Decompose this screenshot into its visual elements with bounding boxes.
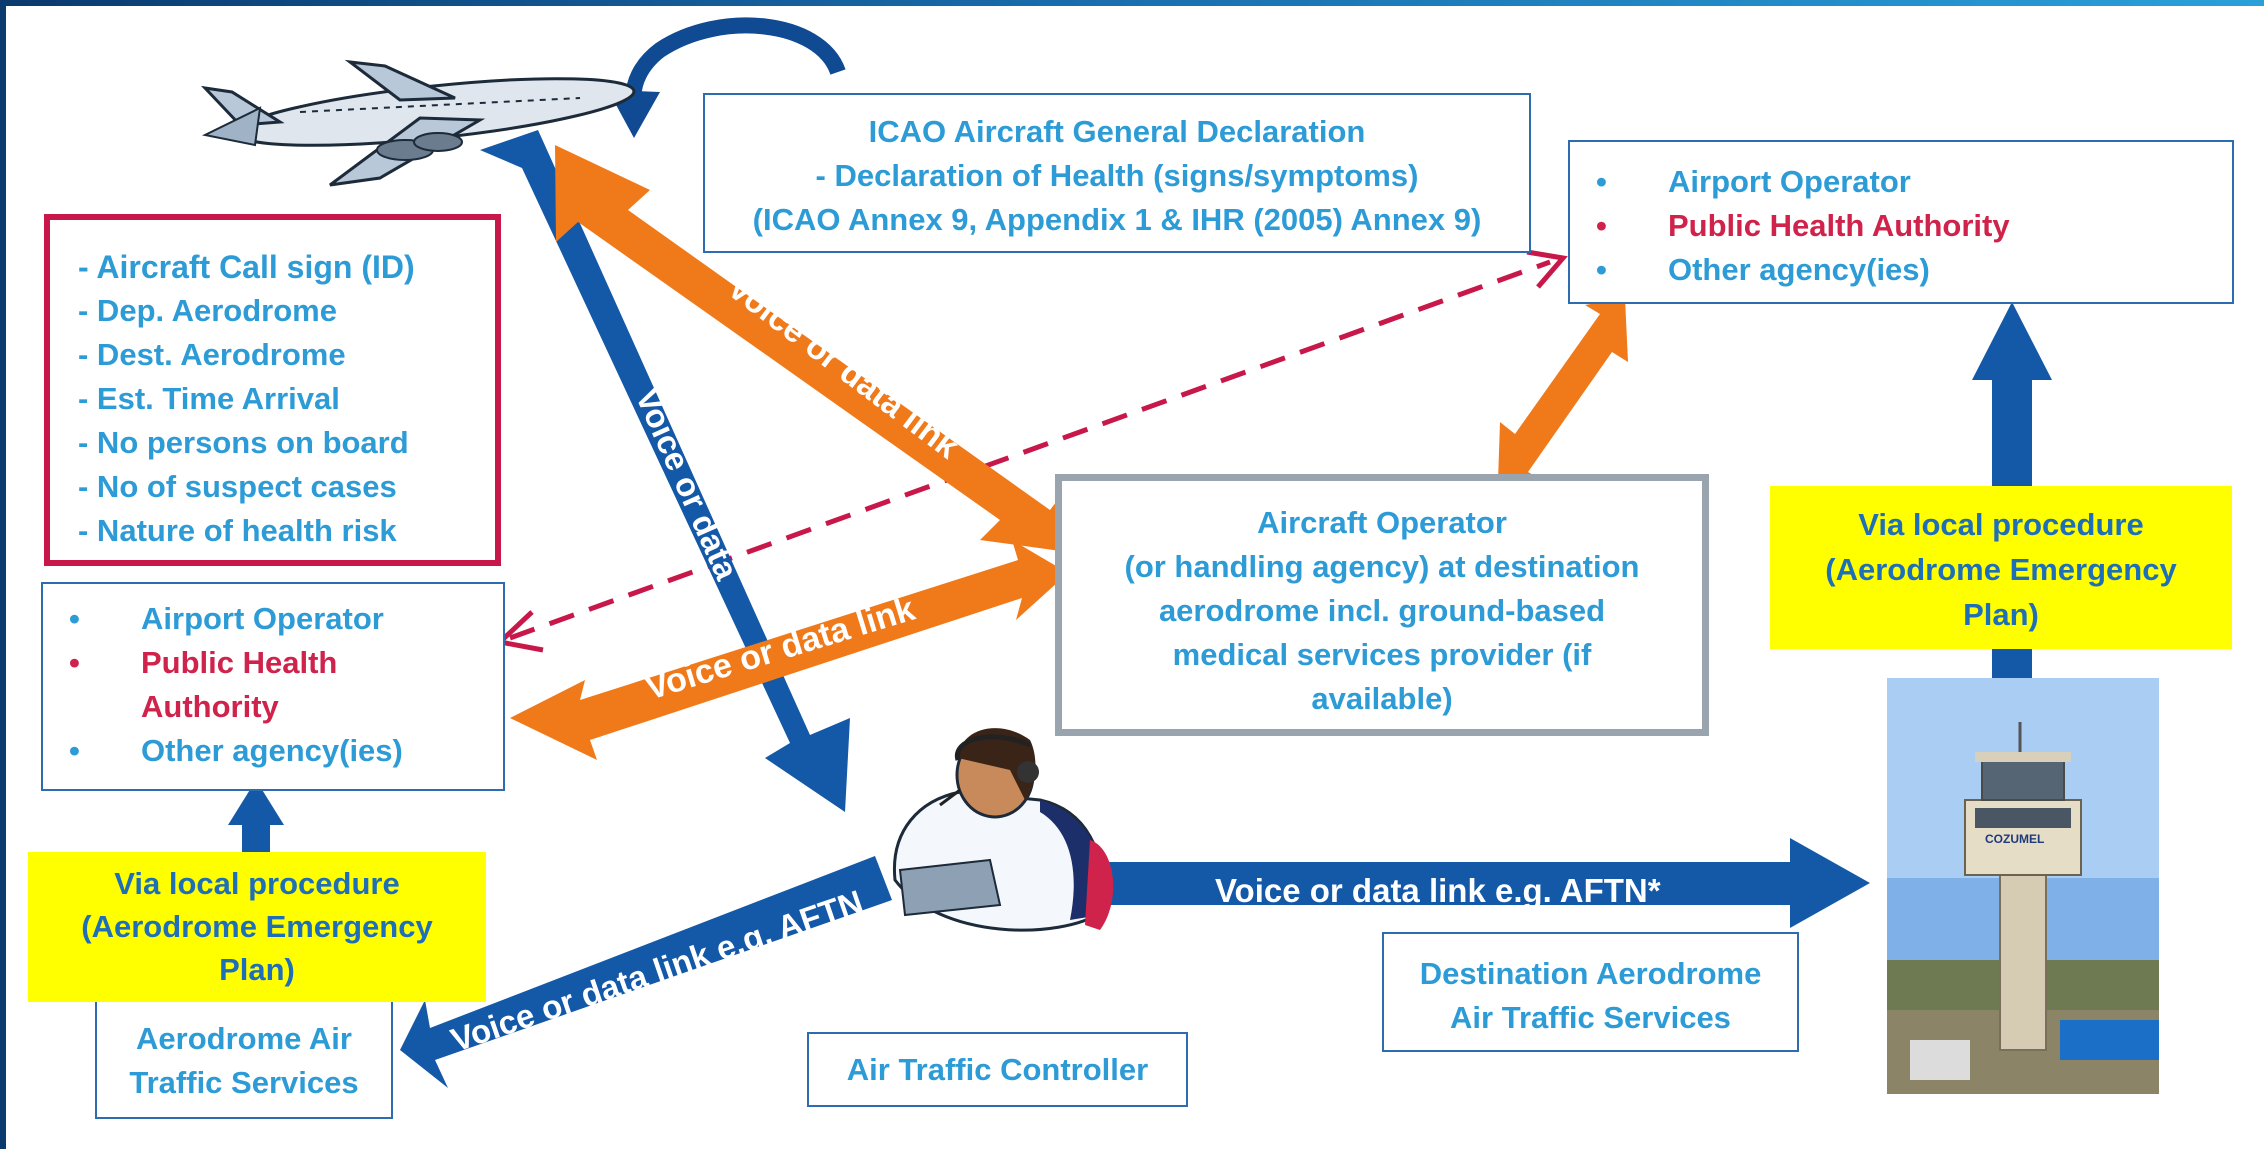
aftn-left-arrow-label: Voice or data link e.g. AFTN — [446, 883, 867, 1059]
atc-label-box: Air Traffic Controller — [807, 1032, 1188, 1107]
procedure-line-3: Plan) — [219, 952, 295, 987]
operator-line-2: (or handling agency) at destination — [1124, 549, 1640, 584]
destination-ats-line-2: Air Traffic Services — [1450, 1000, 1731, 1035]
flight-info-box: - Aircraft Call sign (ID) - Dep. Aerodro… — [44, 214, 501, 566]
departure-ats-line-2: Traffic Services — [129, 1065, 359, 1100]
procedure-line-1: Via local procedure — [1858, 507, 2144, 542]
list-item: •Other agency(ies) — [1596, 252, 1930, 287]
list-item: •Public Health Authority — [1596, 208, 2010, 243]
flight-info-item: - Dep. Aerodrome — [78, 293, 337, 328]
destination-procedure-note: Via local procedure (Aerodrome Emergency… — [1770, 486, 2232, 649]
icao-line-2: - Declaration of Health (signs/symptoms) — [815, 158, 1419, 193]
destination-agencies-box: •Airport Operator •Public Health Authori… — [1568, 140, 2234, 304]
top-frame-bar — [0, 0, 2264, 6]
left-frame-bar — [0, 0, 6, 1149]
aircraft-operator-box: Aircraft Operator (or handling agency) a… — [1055, 474, 1709, 736]
procedure-line-2: (Aerodrome Emergency — [1825, 552, 2177, 587]
list-item: •Airport Operator — [69, 601, 384, 636]
flight-info-item: - Nature of health risk — [78, 513, 397, 548]
flight-info-item: - Dest. Aerodrome — [78, 337, 346, 372]
atc-label: Air Traffic Controller — [846, 1052, 1149, 1087]
destination-ats-box: Destination Aerodrome Air Traffic Servic… — [1382, 932, 1799, 1052]
airplane-icon — [200, 59, 636, 187]
operator-line-4: medical services provider (if — [1172, 637, 1592, 672]
list-item: •Other agency(ies) — [69, 733, 403, 768]
departure-ats-line-1: Aerodrome Air — [136, 1021, 352, 1056]
flight-info-item: - Aircraft Call sign (ID) — [78, 249, 415, 285]
tower-sign-text: COZUMEL — [1985, 832, 2044, 846]
icao-line-3: (ICAO Annex 9, Appendix 1 & IHR (2005) A… — [752, 202, 1482, 237]
control-tower-photo: COZUMEL — [1887, 678, 2159, 1094]
icao-declaration-box: ICAO Aircraft General Declaration - Decl… — [703, 93, 1531, 253]
operator-line-5: available) — [1311, 681, 1453, 716]
operator-right-orange-arrow — [1498, 298, 1628, 482]
departure-ats-box: Aerodrome Air Traffic Services — [95, 985, 393, 1119]
destination-ats-line-1: Destination Aerodrome — [1419, 956, 1762, 991]
flight-info-item: - No persons on board — [78, 425, 409, 460]
flight-info-item: - No of suspect cases — [78, 469, 397, 504]
aftn-right-arrow-label: Voice or data link e.g. AFTN* — [1215, 872, 1661, 909]
diagonal-arrow-label: Voice or data link — [720, 268, 966, 466]
departure-procedure-note: Via local procedure (Aerodrome Emergency… — [28, 852, 486, 1002]
list-item: •Airport Operator — [1596, 164, 1911, 199]
icao-line-1: ICAO Aircraft General Declaration — [868, 114, 1366, 149]
procedure-line-2: (Aerodrome Emergency — [81, 909, 433, 944]
left-up-arrow — [228, 780, 284, 858]
atc-to-destination-arrow: Voice or data link e.g. AFTN* — [1105, 838, 1870, 928]
controller-icon — [892, 728, 1114, 932]
operator-line-1: Aircraft Operator — [1257, 505, 1507, 540]
flight-info-item: - Est. Time Arrival — [78, 381, 340, 416]
operator-line-3: aerodrome incl. ground-based — [1158, 593, 1606, 628]
procedure-line-3: Plan) — [1963, 597, 2039, 632]
procedure-line-1: Via local procedure — [114, 866, 400, 901]
